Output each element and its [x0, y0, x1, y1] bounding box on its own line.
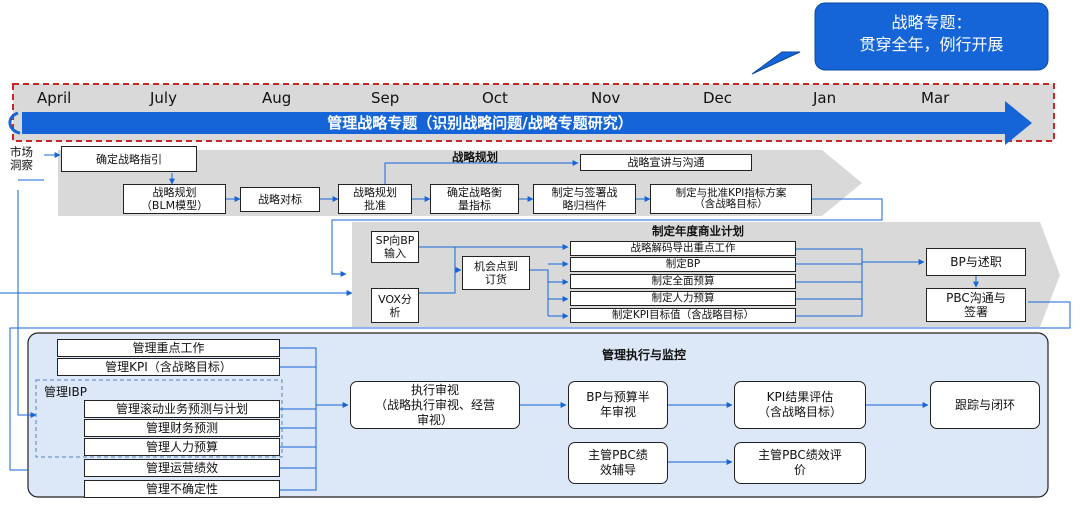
archive-box: 制定与签署战 略归档件 [533, 184, 636, 214]
month-july: July [150, 89, 177, 107]
list-item-key-work: 管理重点工作 [57, 339, 280, 357]
list-item-ops-performance: 管理运营绩效 [84, 459, 280, 477]
return-arrow-icon [8, 111, 21, 135]
month-mar: Mar [921, 89, 950, 107]
callout-shape [751, 2, 1049, 75]
strategy-arrow [22, 101, 1032, 145]
list-item-kpi: 管理KPI（含战略目标） [57, 358, 280, 376]
callout-text: 战略专题： 贯穿全年，例行开展 [859, 13, 1004, 54]
list-item-rolling-forecast: 管理滚动业务预测与计划 [84, 400, 280, 418]
guide-box: 确定战略指引 [61, 146, 197, 172]
bp-report-box: BP与述职 [926, 248, 1026, 276]
sp-box: SP向BP 输入 [371, 231, 419, 263]
track-box: 跟踪与闭环 [930, 381, 1040, 429]
list-item-finance-forecast: 管理财务预测 [84, 419, 280, 437]
list-item-hr-budget: 管理人力预算 [84, 438, 280, 456]
hr-budget-box: 制定人力预算 [570, 291, 796, 306]
execution-title: 管理执行与监控 [602, 348, 687, 362]
promote-box: 战略宣讲与沟通 [580, 154, 752, 171]
ibp-label: 管理IBP [44, 385, 88, 399]
business-title: 制定年度商业计划 [652, 224, 744, 238]
market-insight-label: 市场 洞察 [10, 145, 33, 172]
budget-box: 制定全面预算 [570, 274, 796, 289]
month-dec: Dec [703, 89, 733, 107]
month-aug: Aug [262, 89, 292, 107]
strategy-arrow-label: 管理战略专题（识别战略问题/战略专题研究） [327, 114, 633, 132]
ibp-group [35, 379, 283, 458]
vox-box: VOX分 析 [371, 288, 419, 323]
planning-title: 战略规划 [452, 150, 498, 164]
month-nov: Nov [591, 89, 621, 107]
half-year-box: BP与预算半 年审视 [568, 381, 668, 429]
month-oct: Oct [482, 89, 508, 107]
benchmark-box: 战略对标 [240, 187, 320, 212]
kpi-eval-box: KPI结果评估 （含战略目标） [734, 381, 866, 429]
connectors [0, 152, 1071, 491]
decode-box: 战略解码导出重点工作 [570, 241, 796, 256]
kpi-target-box: 制定KPI目标值（含战略目标） [570, 308, 796, 323]
opportunity-box: 机会点到 订货 [462, 256, 530, 290]
review-box: 执行审视 （战略执行审视、经营 审视） [350, 381, 520, 429]
month-jan: Jan [813, 89, 837, 107]
bp-box: 制定BP [570, 257, 796, 272]
month-april: April [37, 89, 72, 107]
month-sep: Sep [371, 89, 400, 107]
blm-box: 战略规划 （BLM模型） [123, 184, 226, 214]
pbc-coach-box: 主管PBC绩 效辅导 [568, 442, 668, 484]
approve-box: 战略规划 批准 [338, 184, 412, 214]
pbc-box: PBC沟通与 签署 [926, 288, 1026, 322]
pbc-eval-box: 主管PBC绩效评 价 [734, 442, 866, 484]
kpi-plan-box: 制定与批准KPI指标方案 （含战略目标） [650, 184, 812, 214]
metrics-box: 确定战略衡 量指标 [430, 184, 519, 214]
list-item-uncertainty: 管理不确定性 [84, 480, 280, 498]
